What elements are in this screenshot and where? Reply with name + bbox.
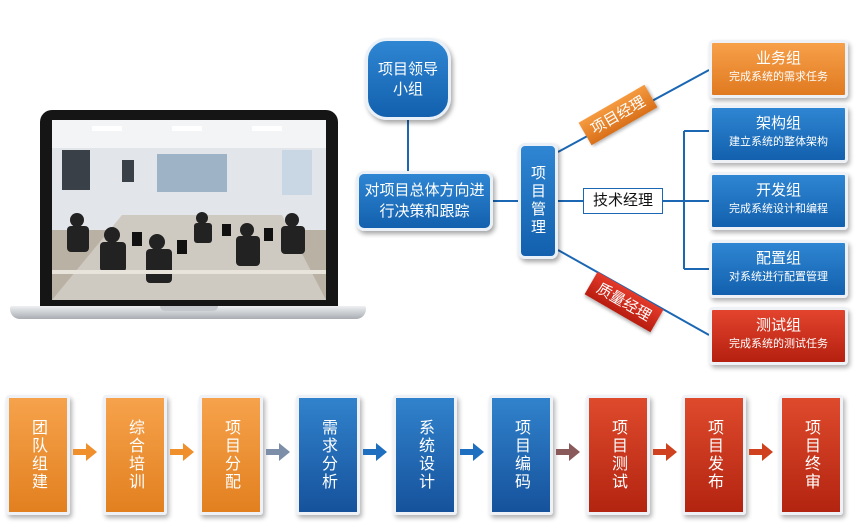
process-step-release: 项目发布 — [682, 395, 746, 515]
arrow-right-icon — [653, 443, 677, 461]
arrow-right-icon — [266, 443, 290, 461]
process-step-assignment: 项目分配 — [199, 395, 263, 515]
group-desc: 完成系统的测试任务 — [729, 337, 828, 350]
group-desc: 建立系统的整体架构 — [729, 135, 828, 148]
leader-group-box: 项目领导小组 — [365, 38, 451, 120]
arrow-right-icon — [363, 443, 387, 461]
arrow-right-icon — [73, 443, 97, 461]
laptop-lid — [40, 110, 338, 310]
process-step-testing: 项目测试 — [586, 395, 650, 515]
group-business: 业务组 完成系统的需求任务 — [709, 40, 848, 98]
decision-box: 对项目总体方向进行决策和跟踪 — [356, 171, 493, 231]
group-title: 开发组 — [755, 181, 801, 199]
arrow-right-icon — [460, 443, 484, 461]
classroom-photo — [52, 120, 326, 300]
group-configuration: 配置组 对系统进行配置管理 — [709, 240, 848, 298]
group-testing: 测试组 完成系统的测试任务 — [709, 307, 848, 365]
laptop-photo — [10, 108, 366, 323]
tech-manager-label: 技术经理 — [583, 188, 663, 214]
group-desc: 完成系统的需求任务 — [729, 70, 828, 83]
group-development: 开发组 完成系统设计和编程 — [709, 172, 848, 230]
process-step-design: 系统设计 — [393, 395, 457, 515]
laptop-notch — [160, 306, 218, 311]
group-title: 配置组 — [755, 249, 801, 267]
laptop-base — [10, 306, 366, 319]
process-step-final-review: 项目终审 — [779, 395, 843, 515]
process-step-team-building: 团队组建 — [6, 395, 70, 515]
group-desc: 对系统进行配置管理 — [729, 270, 828, 283]
group-desc: 完成系统设计和编程 — [729, 202, 828, 215]
arrow-right-icon — [556, 443, 580, 461]
process-step-coding: 项目编码 — [489, 395, 553, 515]
group-title: 架构组 — [755, 114, 801, 132]
process-step-training: 综合培训 — [103, 395, 167, 515]
process-step-requirements: 需求分析 — [296, 395, 360, 515]
arrow-right-icon — [749, 443, 773, 461]
group-title: 业务组 — [755, 49, 801, 67]
group-title: 测试组 — [755, 316, 801, 334]
project-management-box: 项目管理 — [518, 143, 558, 259]
group-architecture: 架构组 建立系统的整体架构 — [709, 105, 848, 163]
arrow-right-icon — [170, 443, 194, 461]
